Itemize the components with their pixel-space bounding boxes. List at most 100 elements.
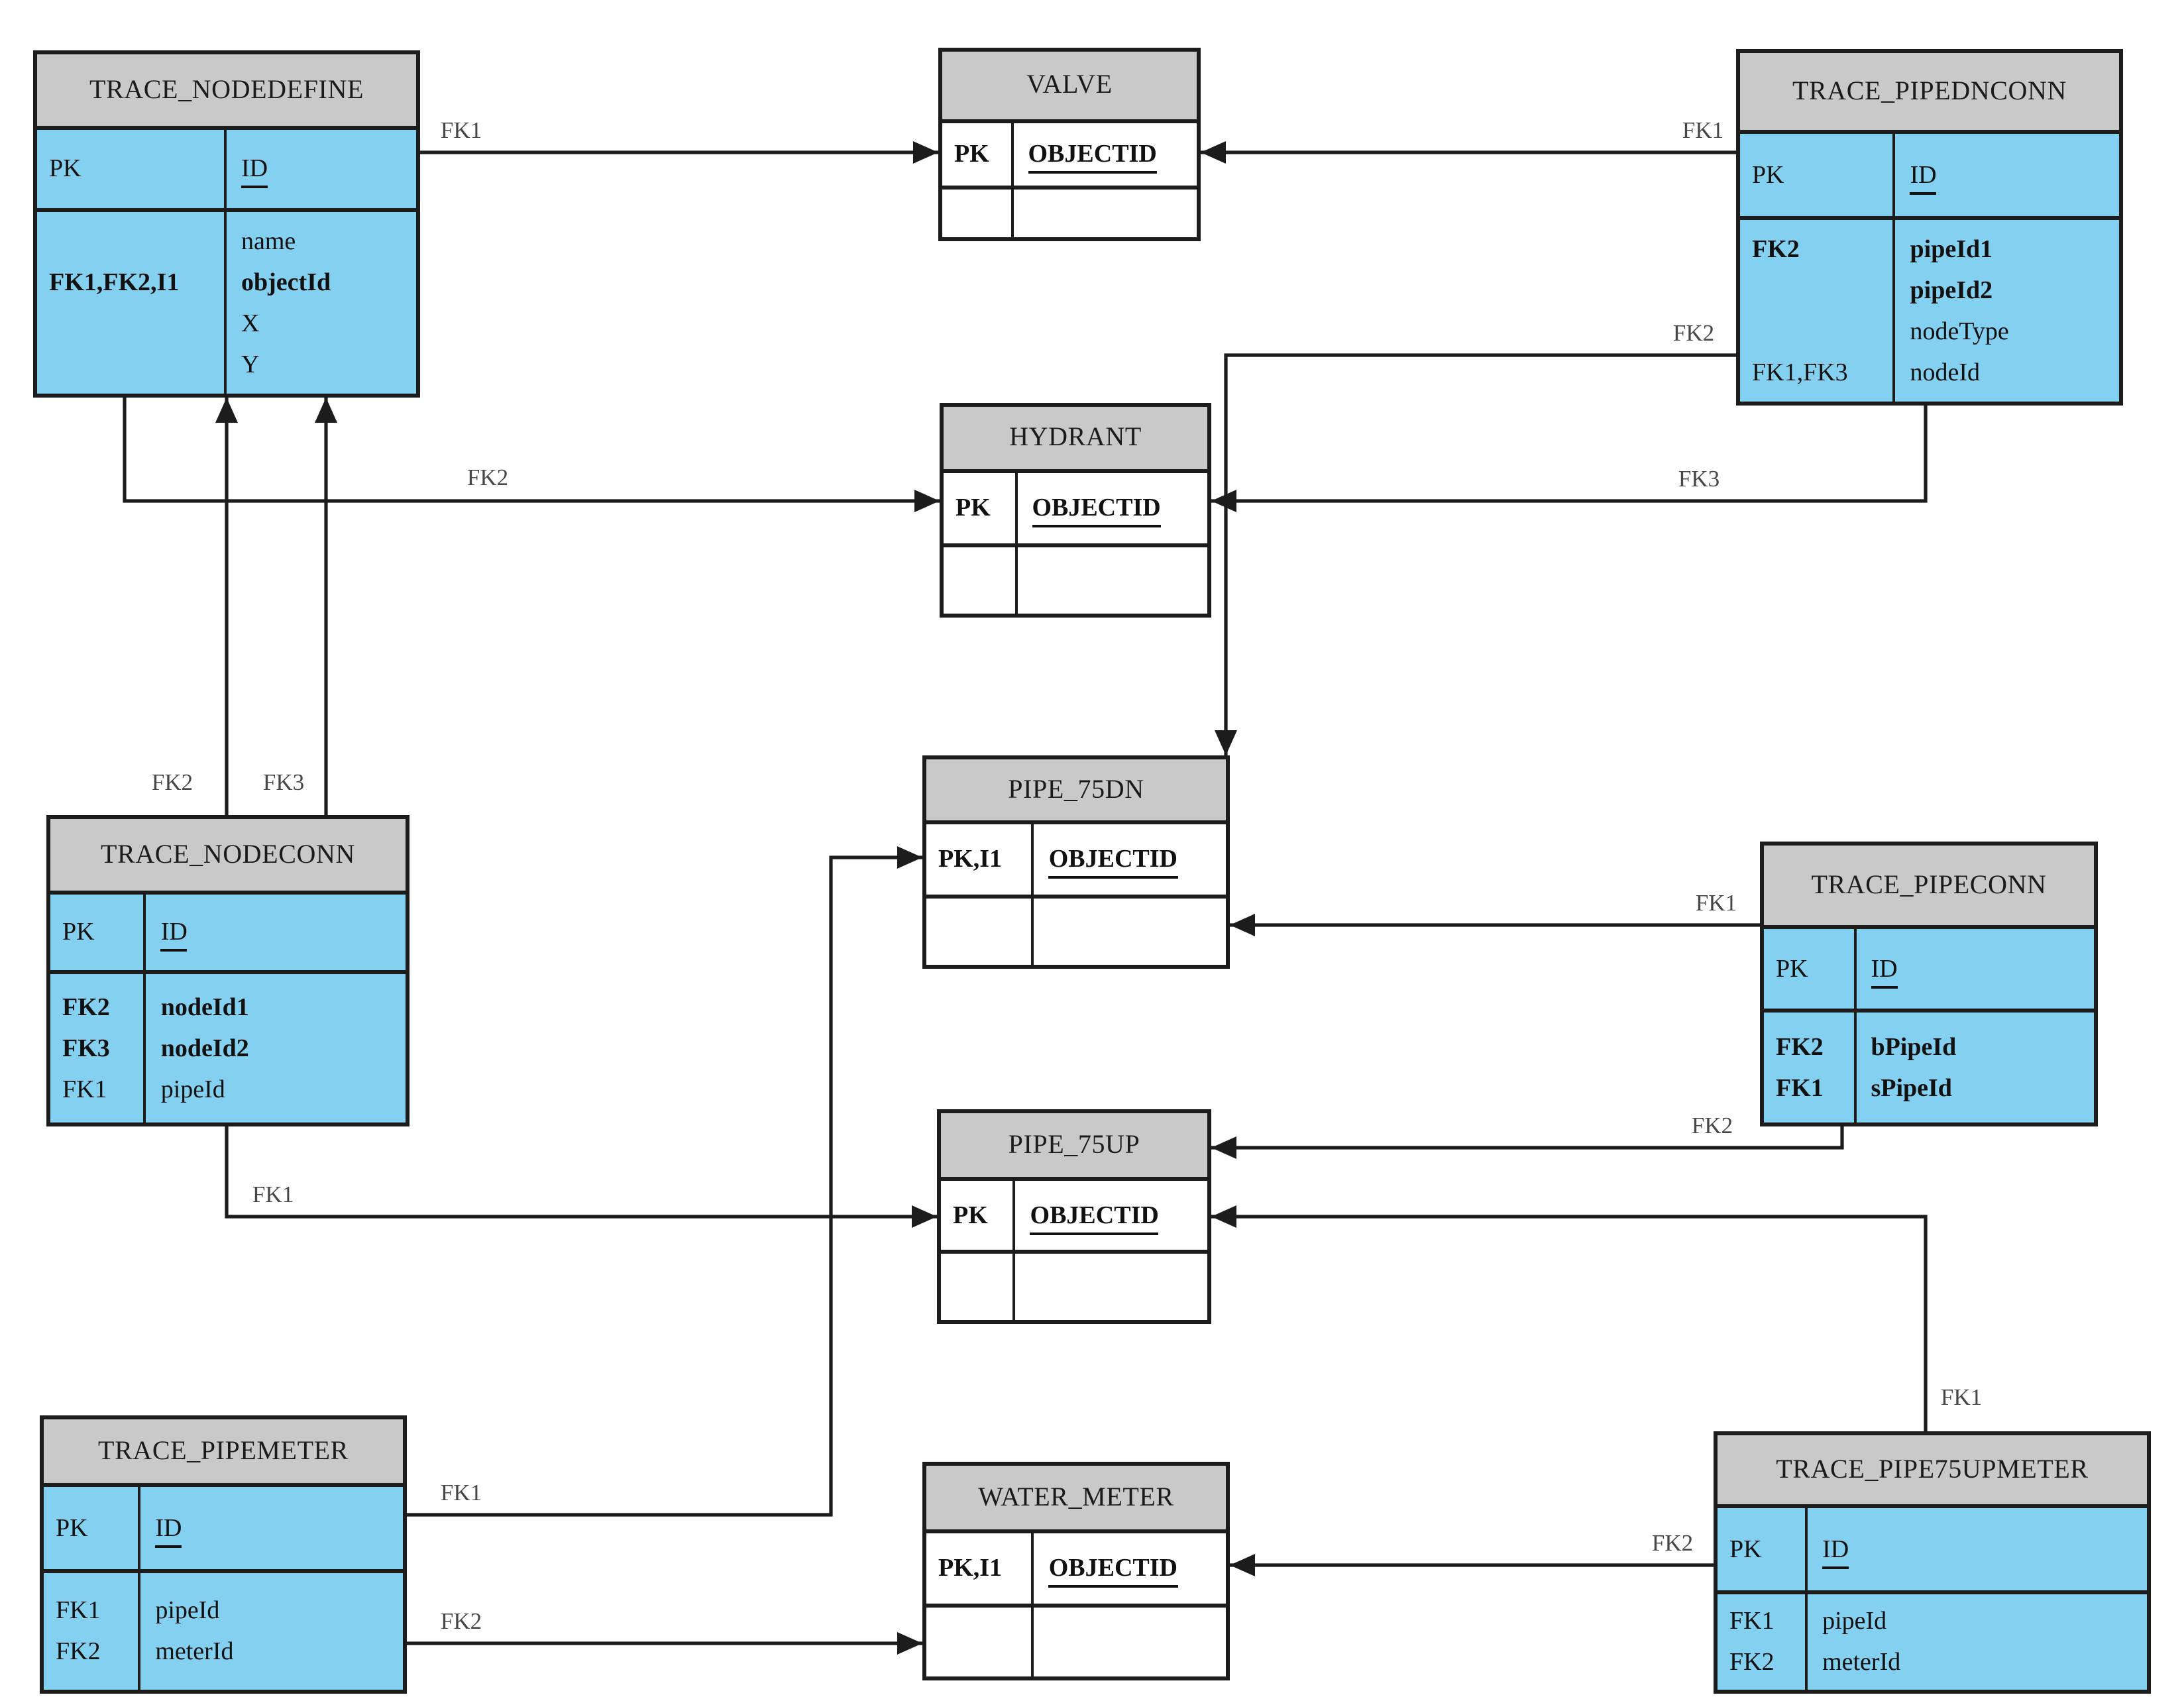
cell-text: FK1,FK2,I1	[49, 268, 180, 296]
attributes-cell	[1017, 547, 1207, 614]
cell-text: pipeId2	[1910, 276, 1993, 304]
pk-key-cell: PK	[941, 1181, 1016, 1250]
arrowhead-up-icon	[215, 398, 238, 423]
attribute-underlined: ID	[1822, 1533, 1849, 1568]
cell-text: ID	[155, 1507, 403, 1549]
fk-key-cell: FK1,FK2,I1	[37, 212, 227, 394]
table-pipe-75dn: PIPE_75DN PK,I1 OBJECTID	[922, 755, 1230, 969]
fk-connector-trace-pipeconn-to-pipe-75up	[1211, 1126, 1844, 1150]
table-header: TRACE_PIPEDNCONN	[1740, 53, 2119, 134]
cell-text: pipeId	[1822, 1608, 1887, 1635]
cell-text: bPipeId	[1871, 1033, 1957, 1061]
pk-key-cell: PK	[1740, 134, 1896, 216]
empty-row	[942, 190, 1197, 237]
fk-connector-trace-pipednconn-to-hydrant	[1211, 406, 1928, 503]
pk-attr-cell: ID	[1896, 134, 2120, 216]
attribute-underlined: OBJECTID	[1048, 843, 1177, 879]
pk-key-cell: PK	[44, 1487, 141, 1569]
fk-label: FK2	[152, 769, 193, 795]
fk-connector-trace-pipe75upmeter-to-pipe-75up	[1211, 1215, 1928, 1431]
pk-row: PK OBJECTID	[941, 1181, 1207, 1254]
fk-label: FK2	[1673, 320, 1714, 346]
cell-text: OBJECTID	[1030, 1195, 1207, 1236]
attribute-underlined: OBJECTID	[1030, 1199, 1159, 1234]
table-title: TRACE_PIPEMETER	[98, 1436, 349, 1465]
empty-row	[941, 1254, 1207, 1320]
cell-text: meterId	[155, 1638, 234, 1666]
cell-text: ID	[1822, 1529, 2147, 1570]
cell-text: OBJECTID	[1028, 134, 1197, 175]
pk-attr-cell: OBJECTID	[1034, 1533, 1226, 1604]
cell-text: FK1	[1776, 1074, 1824, 1102]
table-title: TRACE_NODEDEFINE	[89, 75, 364, 104]
cell-text: FK3	[62, 1034, 110, 1062]
arrowhead-left-icon	[1201, 141, 1226, 164]
table-title: PIPE_75DN	[1008, 775, 1144, 804]
table-title: HYDRANT	[1009, 423, 1142, 452]
attribute-underlined: ID	[155, 1511, 182, 1547]
arrowhead-left-icon	[1211, 1136, 1236, 1159]
attribute-underlined: OBJECTID	[1048, 1552, 1177, 1588]
pk-attr-cell: ID	[146, 895, 406, 970]
cell-text: PK	[956, 494, 991, 522]
cell-text: ID	[241, 148, 416, 190]
cell-text: ID	[1910, 154, 2120, 195]
fk-label: FK2	[467, 465, 508, 490]
attributes-cell	[1034, 899, 1226, 965]
arrowhead-right-icon	[912, 1205, 937, 1228]
pk-attr-cell: ID	[1808, 1508, 2147, 1590]
cell-text: FK2	[1752, 235, 1800, 263]
pk-row: PK ID	[44, 1487, 403, 1573]
table-title: PIPE_75UP	[1008, 1130, 1140, 1159]
attributes-cell	[1034, 1608, 1226, 1676]
cell-text: pipeId1	[1910, 235, 1993, 263]
pk-key-cell: PK	[37, 130, 227, 208]
empty-row	[926, 1608, 1226, 1676]
cell-text: FK2	[62, 993, 110, 1021]
pk-key-cell: PK,I1	[926, 824, 1034, 895]
attribute-underlined: ID	[241, 152, 268, 188]
cell-text: PK	[1752, 161, 1784, 189]
cell-text: PK	[1776, 955, 1808, 983]
table-title: TRACE_NODECONN	[101, 840, 355, 869]
cell-text: PK	[1729, 1535, 1762, 1563]
fk-connector-trace-nodedefine-to-hydrant	[123, 398, 940, 503]
empty-line	[49, 303, 224, 344]
fk-key-cell	[941, 1254, 1016, 1320]
cell-text: PK	[954, 140, 989, 168]
cell-text: pipeId	[155, 1597, 220, 1625]
arrowhead-left-icon	[1230, 1554, 1255, 1576]
table-hydrant: HYDRANT PK OBJECTID	[940, 403, 1211, 618]
fk-key-cell	[944, 547, 1018, 614]
pk-attr-cell: ID	[227, 130, 416, 208]
cell-text: FK1	[1729, 1608, 1774, 1635]
pk-key-cell: PK,I1	[926, 1533, 1034, 1604]
cell-text: FK2	[1729, 1649, 1774, 1676]
cell-text: PK	[49, 155, 82, 183]
arrowhead-right-icon	[914, 490, 940, 512]
empty-line	[49, 221, 224, 262]
attribute-underlined: ID	[1871, 952, 1898, 988]
empty-line	[49, 344, 224, 385]
pk-attr-cell: OBJECTID	[1016, 1181, 1207, 1250]
arrowhead-left-icon	[1230, 914, 1255, 936]
fk-key-cell	[926, 1608, 1034, 1676]
cell-text: OBJECTID	[1032, 488, 1207, 529]
fk-key-cell	[942, 190, 1014, 237]
cell-text: PK	[56, 1514, 88, 1542]
cell-text: objectId	[241, 268, 331, 296]
cell-text: nodeType	[1910, 317, 2009, 345]
table-header: TRACE_PIPE75UPMETER	[1718, 1435, 2147, 1508]
attributes-cell: pipeId meterId	[140, 1573, 403, 1690]
pk-key-cell: PK	[50, 895, 146, 970]
arrowhead-up-icon	[315, 398, 337, 423]
